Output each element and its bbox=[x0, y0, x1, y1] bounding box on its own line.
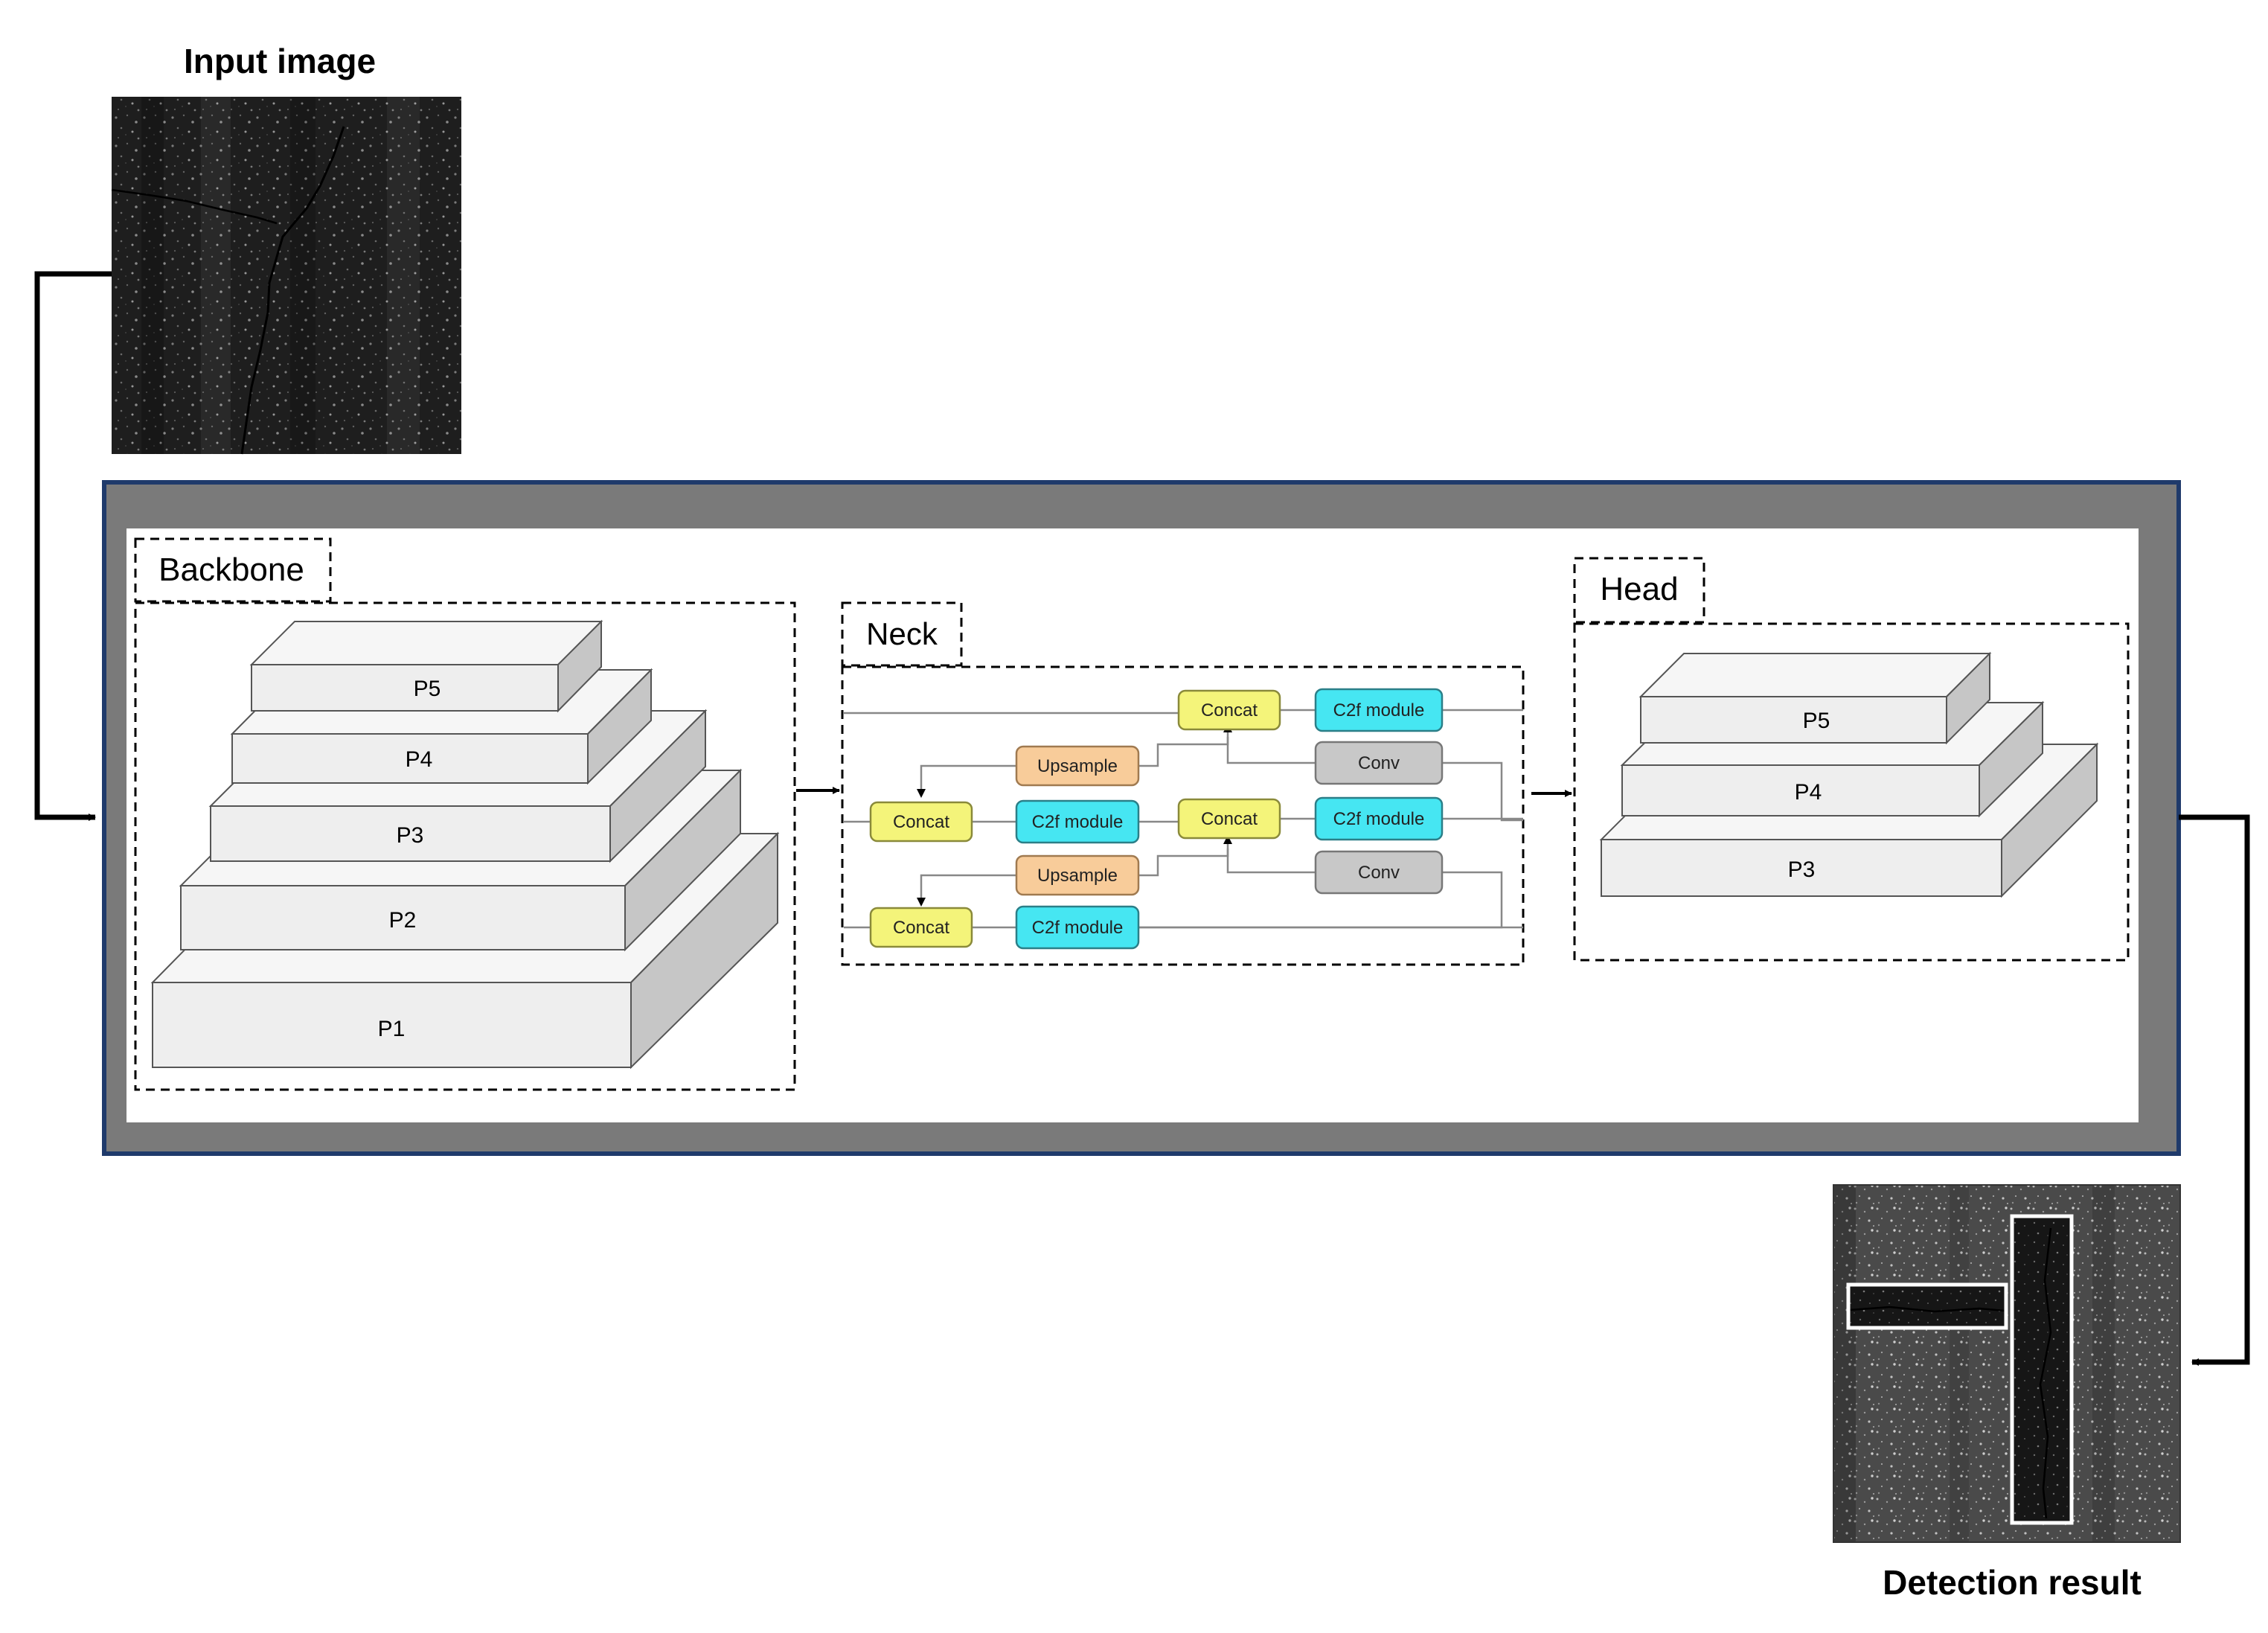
svg-text:P5: P5 bbox=[414, 677, 441, 701]
svg-text:C2f module: C2f module bbox=[1333, 700, 1425, 720]
crack-branch bbox=[111, 188, 278, 225]
svg-text:P3: P3 bbox=[1788, 857, 1816, 882]
backbone-label: Backbone bbox=[158, 552, 304, 588]
crack-line bbox=[240, 126, 345, 455]
svg-text:Conv: Conv bbox=[1358, 753, 1400, 773]
svg-text:Upsample: Upsample bbox=[1037, 756, 1118, 776]
svg-text:P2: P2 bbox=[389, 908, 417, 933]
concat-block-mid-right: Concat bbox=[1177, 798, 1281, 840]
svg-text:P4: P4 bbox=[406, 747, 433, 772]
head-level-p5: P5 bbox=[1638, 651, 1992, 745]
backbone-section: Backbone P1 P2 P3 P4 bbox=[134, 537, 796, 1091]
c2f-module-block-bottom: C2f module bbox=[1015, 905, 1140, 950]
input-image bbox=[111, 97, 461, 455]
svg-text:P5: P5 bbox=[1803, 709, 1830, 733]
neck-region bbox=[841, 665, 1525, 966]
detection-result-title: Detection result bbox=[1883, 1563, 2142, 1602]
conv-block-2: Conv bbox=[1314, 850, 1444, 895]
neck-connections bbox=[844, 709, 1523, 929]
svg-text:P1: P1 bbox=[378, 1017, 406, 1041]
input-arrow bbox=[34, 271, 112, 821]
concat-block-mid-left: Concat bbox=[869, 801, 973, 843]
svg-text:P3: P3 bbox=[397, 823, 424, 848]
detection-result-image bbox=[1833, 1184, 2181, 1543]
svg-text:Concat: Concat bbox=[893, 918, 949, 938]
backbone-level-p5: P5 bbox=[249, 619, 603, 713]
neck-label-box bbox=[841, 601, 963, 667]
detection-box-horizontal bbox=[1846, 1282, 2008, 1330]
svg-text:Conv: Conv bbox=[1358, 863, 1400, 883]
neck-section: Neck bbox=[841, 601, 1525, 966]
svg-text:P4: P4 bbox=[1795, 780, 1822, 805]
head-label-box bbox=[1573, 557, 1705, 624]
c2f-module-block-top: C2f module bbox=[1314, 688, 1444, 732]
c2f-module-block-mid-left: C2f module bbox=[1015, 799, 1140, 844]
svg-text:C2f module: C2f module bbox=[1032, 918, 1124, 938]
svg-text:Upsample: Upsample bbox=[1037, 866, 1118, 886]
output-arrow bbox=[2179, 814, 2250, 1366]
svg-text:Concat: Concat bbox=[1201, 809, 1258, 829]
upsample-block-2: Upsample bbox=[1015, 854, 1140, 896]
c2f-module-block-mid-right: C2f module bbox=[1314, 796, 1444, 841]
svg-text:Concat: Concat bbox=[1201, 700, 1258, 720]
svg-text:Concat: Concat bbox=[893, 812, 949, 832]
upsample-block-1: Upsample bbox=[1015, 745, 1140, 787]
head-region bbox=[1573, 622, 2130, 962]
concat-block-top: Concat bbox=[1177, 689, 1281, 731]
svg-text:C2f module: C2f module bbox=[1333, 809, 1425, 829]
svg-text:C2f module: C2f module bbox=[1032, 812, 1124, 832]
head-section: Head P3 P4 P5 bbox=[1573, 557, 2130, 962]
concat-block-bottom: Concat bbox=[869, 907, 973, 948]
detection-box-vertical bbox=[2010, 1214, 2074, 1525]
neck-label: Neck bbox=[866, 616, 938, 651]
backbone-region bbox=[134, 601, 796, 1091]
backbone-label-box bbox=[134, 537, 332, 603]
head-label: Head bbox=[1600, 571, 1678, 607]
input-image-title: Input image bbox=[184, 42, 376, 80]
conv-block-1: Conv bbox=[1314, 741, 1444, 785]
